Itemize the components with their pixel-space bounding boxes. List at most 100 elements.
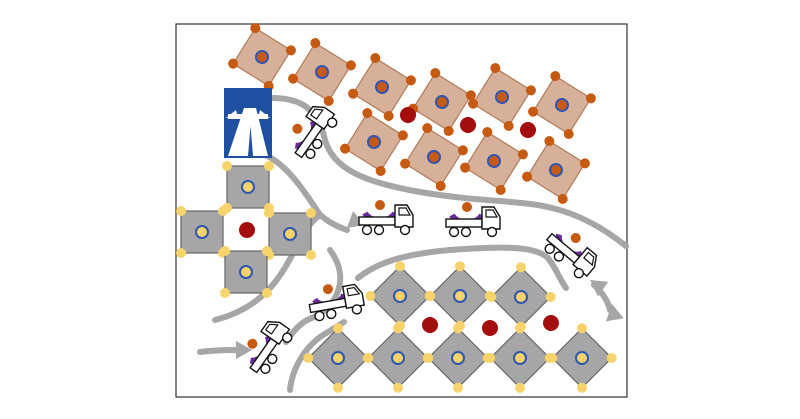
- truck-icon: [247, 320, 293, 374]
- center-atom: [393, 289, 407, 303]
- corner-atom: [405, 75, 416, 86]
- cation: [422, 317, 438, 333]
- octahedron-brown: [400, 123, 468, 191]
- wheel: [544, 243, 555, 254]
- corner-atom: [333, 323, 343, 334]
- corner-atom: [515, 323, 525, 334]
- corner-atom: [285, 45, 296, 56]
- corner-atom: [310, 38, 321, 49]
- wheel: [448, 226, 460, 238]
- center-atom: [367, 135, 381, 149]
- road-entry-left: [197, 347, 241, 355]
- center-atom: [513, 351, 527, 365]
- corner-atom: [465, 90, 476, 101]
- octahedron-grey: [485, 323, 555, 393]
- corner-atom: [435, 180, 446, 191]
- corner-atom: [323, 95, 334, 106]
- corner-atom: [422, 123, 433, 134]
- road-arrow-icon: [236, 341, 252, 359]
- corner-atom: [577, 323, 587, 334]
- center-atom: [487, 154, 501, 168]
- corner-atom: [303, 353, 314, 363]
- octahedron-brown: [408, 68, 476, 136]
- corner-atom: [516, 262, 526, 273]
- motorway-sign-icon: [224, 88, 272, 158]
- center-atom: [315, 65, 329, 79]
- corner-atom: [393, 382, 403, 393]
- center-atom: [514, 290, 528, 304]
- cargo-ball: [462, 202, 472, 212]
- corner-atom: [262, 288, 272, 298]
- corner-atom: [495, 184, 506, 195]
- wheel: [460, 226, 472, 238]
- corner-atom: [220, 246, 230, 256]
- corner-atom: [557, 193, 568, 204]
- octahedron-grey: [176, 206, 228, 258]
- octahedron-brown: [460, 127, 528, 195]
- center-atom: [239, 265, 253, 279]
- octahedron-brown: [348, 53, 416, 121]
- cation: [239, 222, 255, 238]
- center-atom: [391, 351, 405, 365]
- cargo-ball: [570, 232, 581, 243]
- corner-atom: [503, 120, 514, 131]
- corner-atom: [220, 288, 230, 298]
- road-5: [355, 244, 569, 291]
- corner-atom: [453, 382, 463, 393]
- road-arrow-icon: [605, 304, 624, 322]
- center-atom: [375, 80, 389, 94]
- corner-atom: [430, 68, 441, 79]
- cation-layer: [239, 107, 559, 336]
- octahedron-brown: [468, 63, 536, 131]
- corner-atom: [397, 130, 408, 141]
- corner-atom: [517, 149, 528, 160]
- road-3: [312, 207, 350, 233]
- center-atom: [241, 180, 255, 194]
- corner-atom: [515, 382, 525, 393]
- cation: [400, 107, 416, 123]
- corner-atom: [544, 136, 555, 147]
- wheel: [351, 304, 363, 315]
- octahedron-grey: [222, 161, 274, 213]
- corner-atom: [345, 60, 356, 71]
- center-atom: [495, 90, 509, 104]
- corner-atom: [585, 93, 596, 104]
- octahedron-brown: [288, 38, 356, 106]
- corner-atom: [577, 382, 587, 393]
- octahedron-brown: [340, 108, 408, 176]
- corner-atom: [222, 161, 232, 171]
- corner-atom: [425, 291, 436, 301]
- corner-atom: [348, 88, 359, 99]
- corner-atom: [375, 165, 386, 176]
- octahedron-brown: [228, 23, 296, 91]
- corner-atom: [547, 353, 558, 363]
- corner-atom: [563, 128, 574, 139]
- wheel: [573, 268, 585, 279]
- road-7: [287, 319, 347, 393]
- corner-atom: [176, 248, 186, 258]
- corner-atom: [333, 382, 343, 393]
- cation: [520, 122, 536, 138]
- wheel: [260, 363, 271, 374]
- center-atom: [255, 50, 269, 64]
- corner-atom: [370, 53, 381, 64]
- truck-icon: [308, 283, 366, 322]
- cation: [543, 315, 559, 331]
- wheel: [361, 224, 373, 236]
- center-atom: [283, 227, 297, 241]
- corner-atom: [550, 71, 561, 82]
- corner-atom: [264, 161, 274, 171]
- corner-atom: [457, 145, 468, 156]
- wheel: [314, 310, 325, 322]
- corner-atom: [528, 106, 539, 117]
- center-atom: [549, 163, 563, 177]
- corner-atom: [545, 292, 556, 302]
- wheel: [486, 226, 498, 238]
- cargo-ball: [247, 338, 258, 349]
- wheel: [553, 251, 565, 262]
- diagram-frame: [175, 23, 628, 398]
- corner-atom: [400, 158, 411, 169]
- corner-atom: [250, 23, 261, 34]
- corner-atom: [485, 353, 496, 363]
